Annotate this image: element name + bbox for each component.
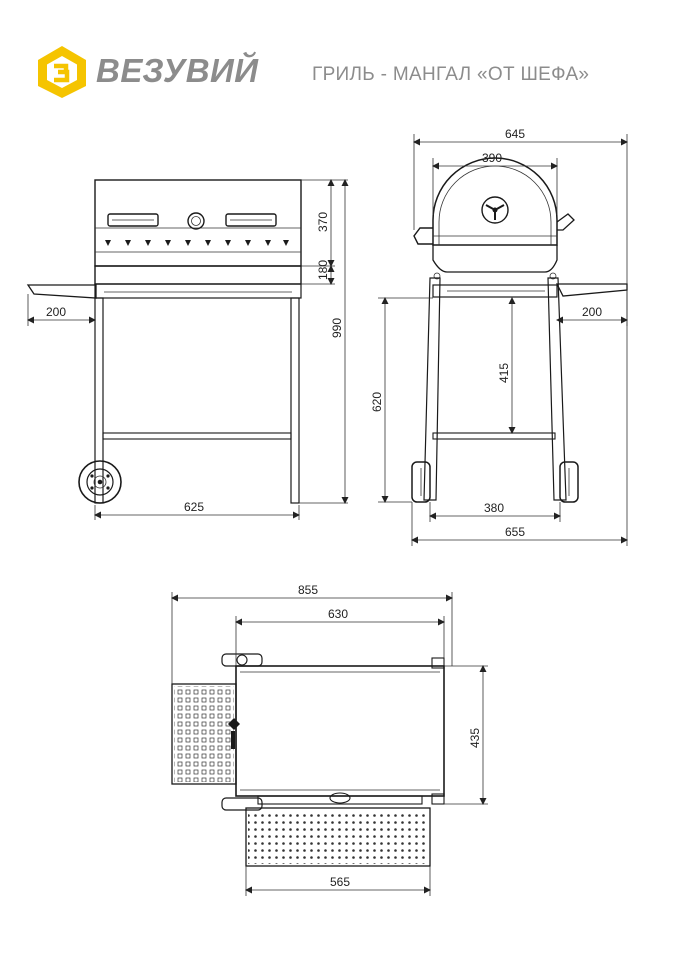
front-side-shelf-label: 200 [46, 305, 66, 319]
top-shelf-width-label: 565 [330, 875, 350, 889]
top-body-width-label: 630 [328, 607, 348, 621]
side-dimensions: 645 390 200 620 415 380 655 [370, 127, 628, 546]
brand-logo-icon [38, 46, 86, 98]
top-total-width-label: 855 [298, 583, 318, 597]
side-overall-top-label: 645 [505, 127, 525, 141]
front-dimensions: 370 180 990 200 625 [27, 179, 349, 520]
top-depth-label: 435 [468, 728, 482, 748]
front-width-label: 625 [184, 500, 204, 514]
top-view [171, 653, 445, 867]
front-firebox-height-label: 180 [316, 260, 330, 280]
front-lid-height-label: 370 [316, 212, 330, 232]
side-leg-spacing-label: 380 [484, 501, 504, 515]
product-title: ГРИЛЬ - МАНГАЛ «ОТ ШЕФА» [312, 64, 590, 85]
top-dimensions: 855 630 435 565 [171, 583, 488, 896]
brand-name: ВЕЗУВИЙ [96, 52, 259, 89]
side-shelf-height-label: 620 [370, 392, 384, 412]
lid-vents [105, 240, 289, 246]
front-total-height-label: 990 [330, 318, 344, 338]
side-base-width-label: 655 [505, 525, 525, 539]
side-shelf-label: 200 [582, 305, 602, 319]
front-view [26, 179, 302, 504]
side-view [411, 157, 628, 503]
side-inner-height-label: 415 [497, 363, 511, 383]
side-lid-width-label: 390 [482, 151, 502, 165]
header: ВЕЗУВИЙ ГРИЛЬ - МАНГАЛ «ОТ ШЕФА» [0, 0, 686, 110]
